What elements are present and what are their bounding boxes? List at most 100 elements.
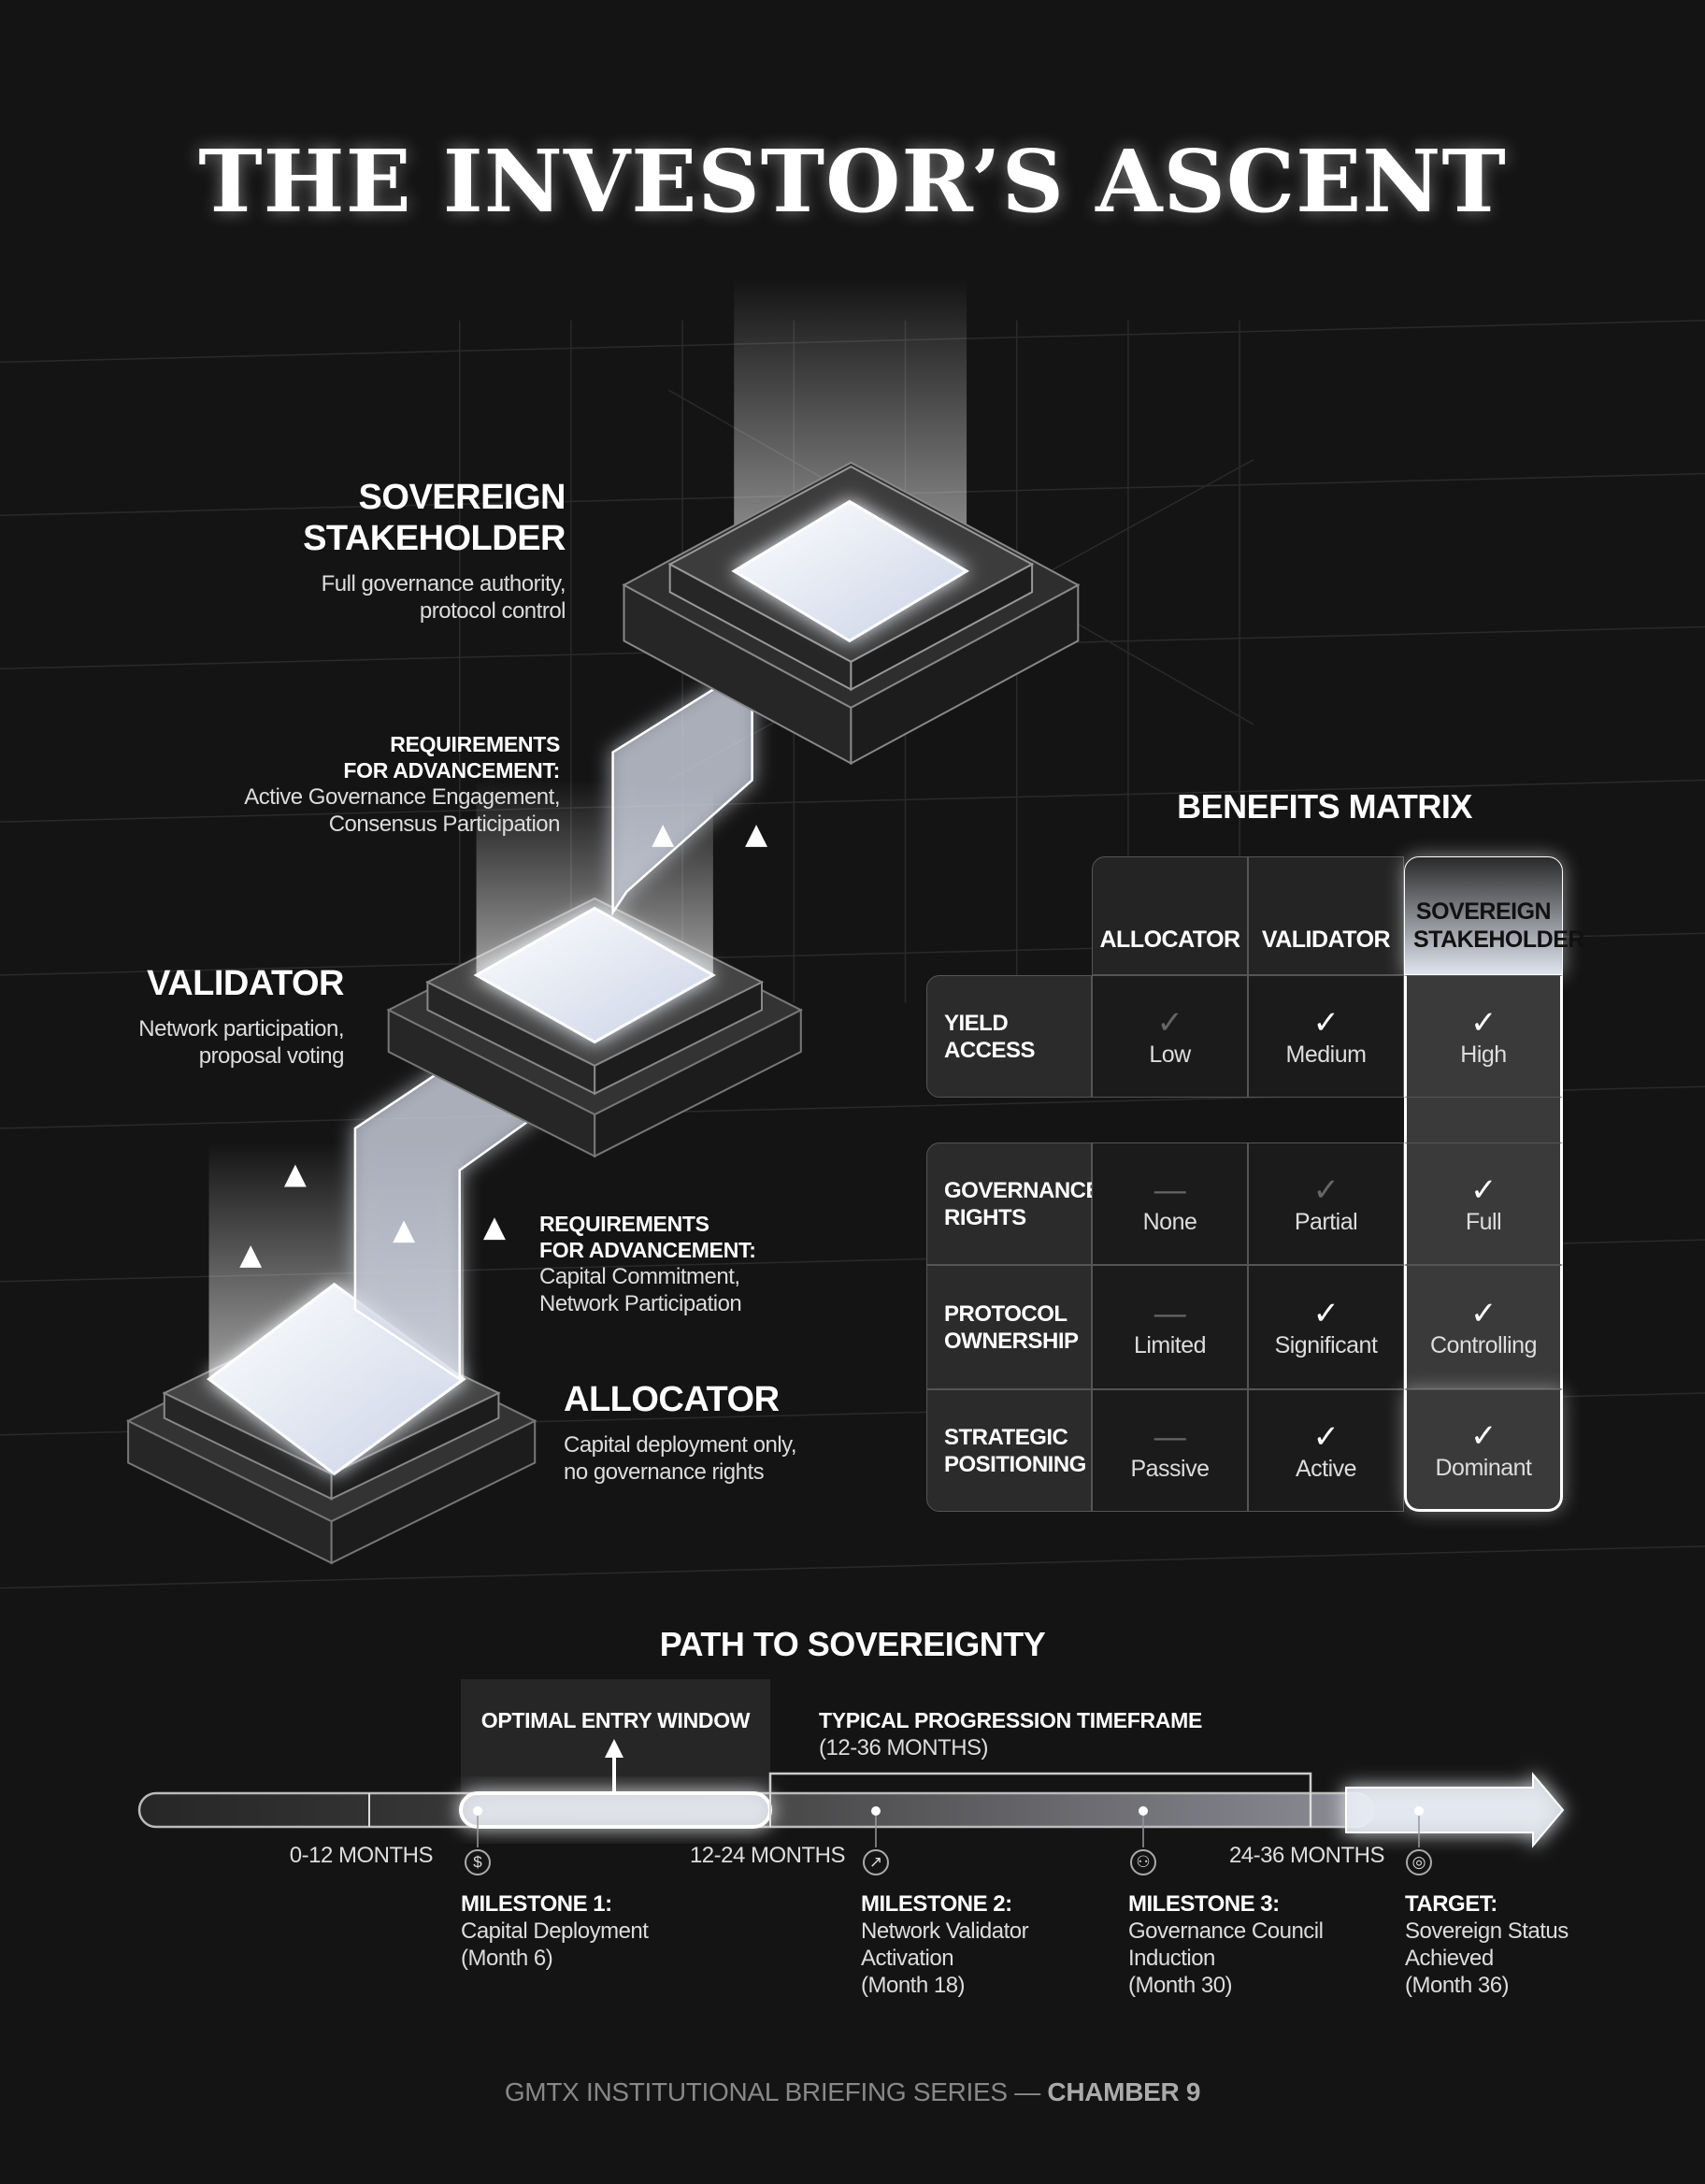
progression-title: TYPICAL PROGRESSION TIMEFRAME (819, 1708, 1203, 1732)
matrix-cell: ✓Active (1248, 1389, 1404, 1512)
grid-line (0, 779, 1705, 823)
optimal-window-segment (459, 1791, 772, 1829)
period-label: 12-24 MONTHS (689, 1843, 846, 1868)
cell-value: Passive (1130, 1456, 1210, 1482)
level-desc: protocol control (419, 598, 566, 624)
optimal-window-arrow-head (605, 1739, 623, 1758)
matrix-column-header: VALIDATOR (1248, 856, 1404, 975)
matrix-cell: —Passive (1092, 1389, 1248, 1512)
requirements-upper: REQUIREMENTS FOR ADVANCEMENT: Active Gov… (244, 731, 560, 838)
row-label: YIELD ACCESS (944, 1010, 1036, 1063)
matrix-cell: ✓Controlling (1404, 1265, 1563, 1389)
page-title: THE INVESTOR’S ASCENT (198, 131, 1507, 232)
req-heading: REQUIREMENTS (390, 732, 560, 756)
footer: GMTX INSTITUTIONAL BRIEFING SERIES — CHA… (0, 2077, 1705, 2107)
milestone-title: TARGET: (1405, 1891, 1497, 1917)
level-name: STAKEHOLDER (303, 519, 566, 558)
dash-icon: — (1153, 1296, 1186, 1331)
cell-value: Medium (1285, 1042, 1367, 1068)
level-name: SOVEREIGN (358, 478, 566, 517)
cell-value: None (1142, 1209, 1197, 1235)
timeline-title: PATH TO SOVEREIGNTY (659, 1625, 1046, 1663)
req-heading: FOR ADVANCEMENT: (539, 1238, 756, 1262)
milestone-dot (1139, 1806, 1148, 1816)
up-arrow-icon-head (284, 1164, 307, 1187)
req-heading: FOR ADVANCEMENT: (343, 758, 560, 783)
milestone-dot (1414, 1806, 1424, 1816)
req-detail: Consensus Participation (328, 812, 561, 837)
matrix-cell: ✓Full (1404, 1142, 1563, 1265)
cell-value: Dominant (1435, 1455, 1533, 1481)
req-detail: Network Participation (539, 1291, 742, 1316)
matrix-cell: ✓Medium (1248, 975, 1404, 1098)
footer-series: GMTX INSTITUTIONAL BRIEFING SERIES — (504, 2077, 1048, 2106)
milestone-dot (473, 1806, 482, 1816)
level-sovereign: SOVEREIGN STAKEHOLDER Full governance au… (303, 477, 566, 625)
period-label: 0-12 MONTHS (289, 1843, 434, 1868)
timeline-arrowhead (1345, 1772, 1565, 1848)
level-desc: Network participation, (138, 1016, 344, 1042)
milestone-title: MILESTONE 3: (1128, 1891, 1280, 1917)
cell-value: Controlling (1429, 1332, 1538, 1358)
milestone-line: Activation (861, 1946, 954, 1971)
check-icon: ✓ (1312, 1419, 1340, 1455)
milestone-line: Induction (1128, 1946, 1215, 1971)
milestone-title: MILESTONE 2: (861, 1891, 1012, 1917)
up-arrow-icon-head (239, 1245, 263, 1268)
cell-value: Significant (1274, 1332, 1378, 1358)
level-name: ALLOCATOR (564, 1380, 780, 1419)
cell-value: Active (1295, 1456, 1357, 1482)
up-arrow-icon-head (745, 825, 767, 847)
target-icon: ◎ (1406, 1849, 1432, 1875)
check-icon: ✓ (1470, 1005, 1497, 1041)
milestone-line: (Month 18) (861, 1973, 966, 1998)
dash-icon: — (1153, 1172, 1186, 1208)
req-detail: Capital Commitment, (539, 1264, 740, 1289)
row-label: PROTOCOL OWNERSHIP (944, 1300, 1079, 1354)
trend-arrow-icon: ↗ (863, 1849, 889, 1875)
row-label: STRATEGIC POSITIONING (944, 1424, 1086, 1477)
check-icon: ✓ (1156, 1005, 1184, 1041)
milestone-line: Sovereign Status (1405, 1918, 1569, 1944)
matrix-cell: ✓High (1404, 975, 1563, 1098)
matrix-gap (1404, 1098, 1563, 1142)
matrix-row-label: YIELD ACCESS (926, 975, 1092, 1098)
matrix-column-header: ALLOCATOR (1092, 856, 1248, 975)
up-arrow-icon-head (483, 1217, 506, 1241)
column-label: ALLOCATOR (1099, 927, 1241, 953)
column-label: VALIDATOR (1261, 927, 1391, 953)
req-detail: Active Governance Engagement, (244, 784, 560, 810)
matrix-cell: —Limited (1092, 1265, 1248, 1389)
level-desc: no governance rights (564, 1459, 765, 1485)
matrix-title: BENEFITS MATRIX (1177, 787, 1472, 826)
check-icon: ✓ (1470, 1172, 1497, 1208)
sovereign-top-glow (731, 499, 970, 643)
milestone-line: Capital Deployment (461, 1918, 649, 1944)
check-icon: ✓ (1470, 1418, 1497, 1454)
matrix-row-label: STRATEGIC POSITIONING (926, 1389, 1092, 1512)
optimal-window-label: OPTIMAL ENTRY WINDOW (480, 1708, 751, 1732)
milestone-dot (871, 1806, 881, 1816)
people-icon: ⚇ (1130, 1849, 1156, 1875)
milestone-line: Network Validator (861, 1918, 1029, 1944)
milestone: MILESTONE 1:Capital Deployment(Month 6) (461, 1890, 649, 1972)
cell-value: Full (1465, 1209, 1502, 1235)
matrix-cell: ✓Partial (1248, 1142, 1404, 1265)
cell-value: High (1460, 1042, 1507, 1068)
cell-value: Low (1149, 1042, 1191, 1068)
matrix-column-header: SOVEREIGN STAKEHOLDER (1404, 856, 1584, 975)
milestone-line: (Month 36) (1405, 1973, 1510, 1998)
check-icon: ✓ (1312, 1296, 1340, 1331)
milestone-title: MILESTONE 1: (461, 1891, 612, 1917)
column-label: SOVEREIGN STAKEHOLDER (1413, 898, 1584, 953)
matrix-row-label: PROTOCOL OWNERSHIP (926, 1265, 1092, 1389)
up-arrow-icon-head (393, 1220, 415, 1243)
footer-chamber: CHAMBER 9 (1047, 2077, 1201, 2106)
level-allocator: ALLOCATOR Capital deployment only, no go… (564, 1379, 797, 1486)
matrix-cell: ✓Significant (1248, 1265, 1404, 1389)
progression-range: (12-36 MONTHS) (819, 1735, 989, 1760)
milestone-line: Achieved (1405, 1946, 1494, 1971)
validator-top-glow (473, 906, 716, 1044)
